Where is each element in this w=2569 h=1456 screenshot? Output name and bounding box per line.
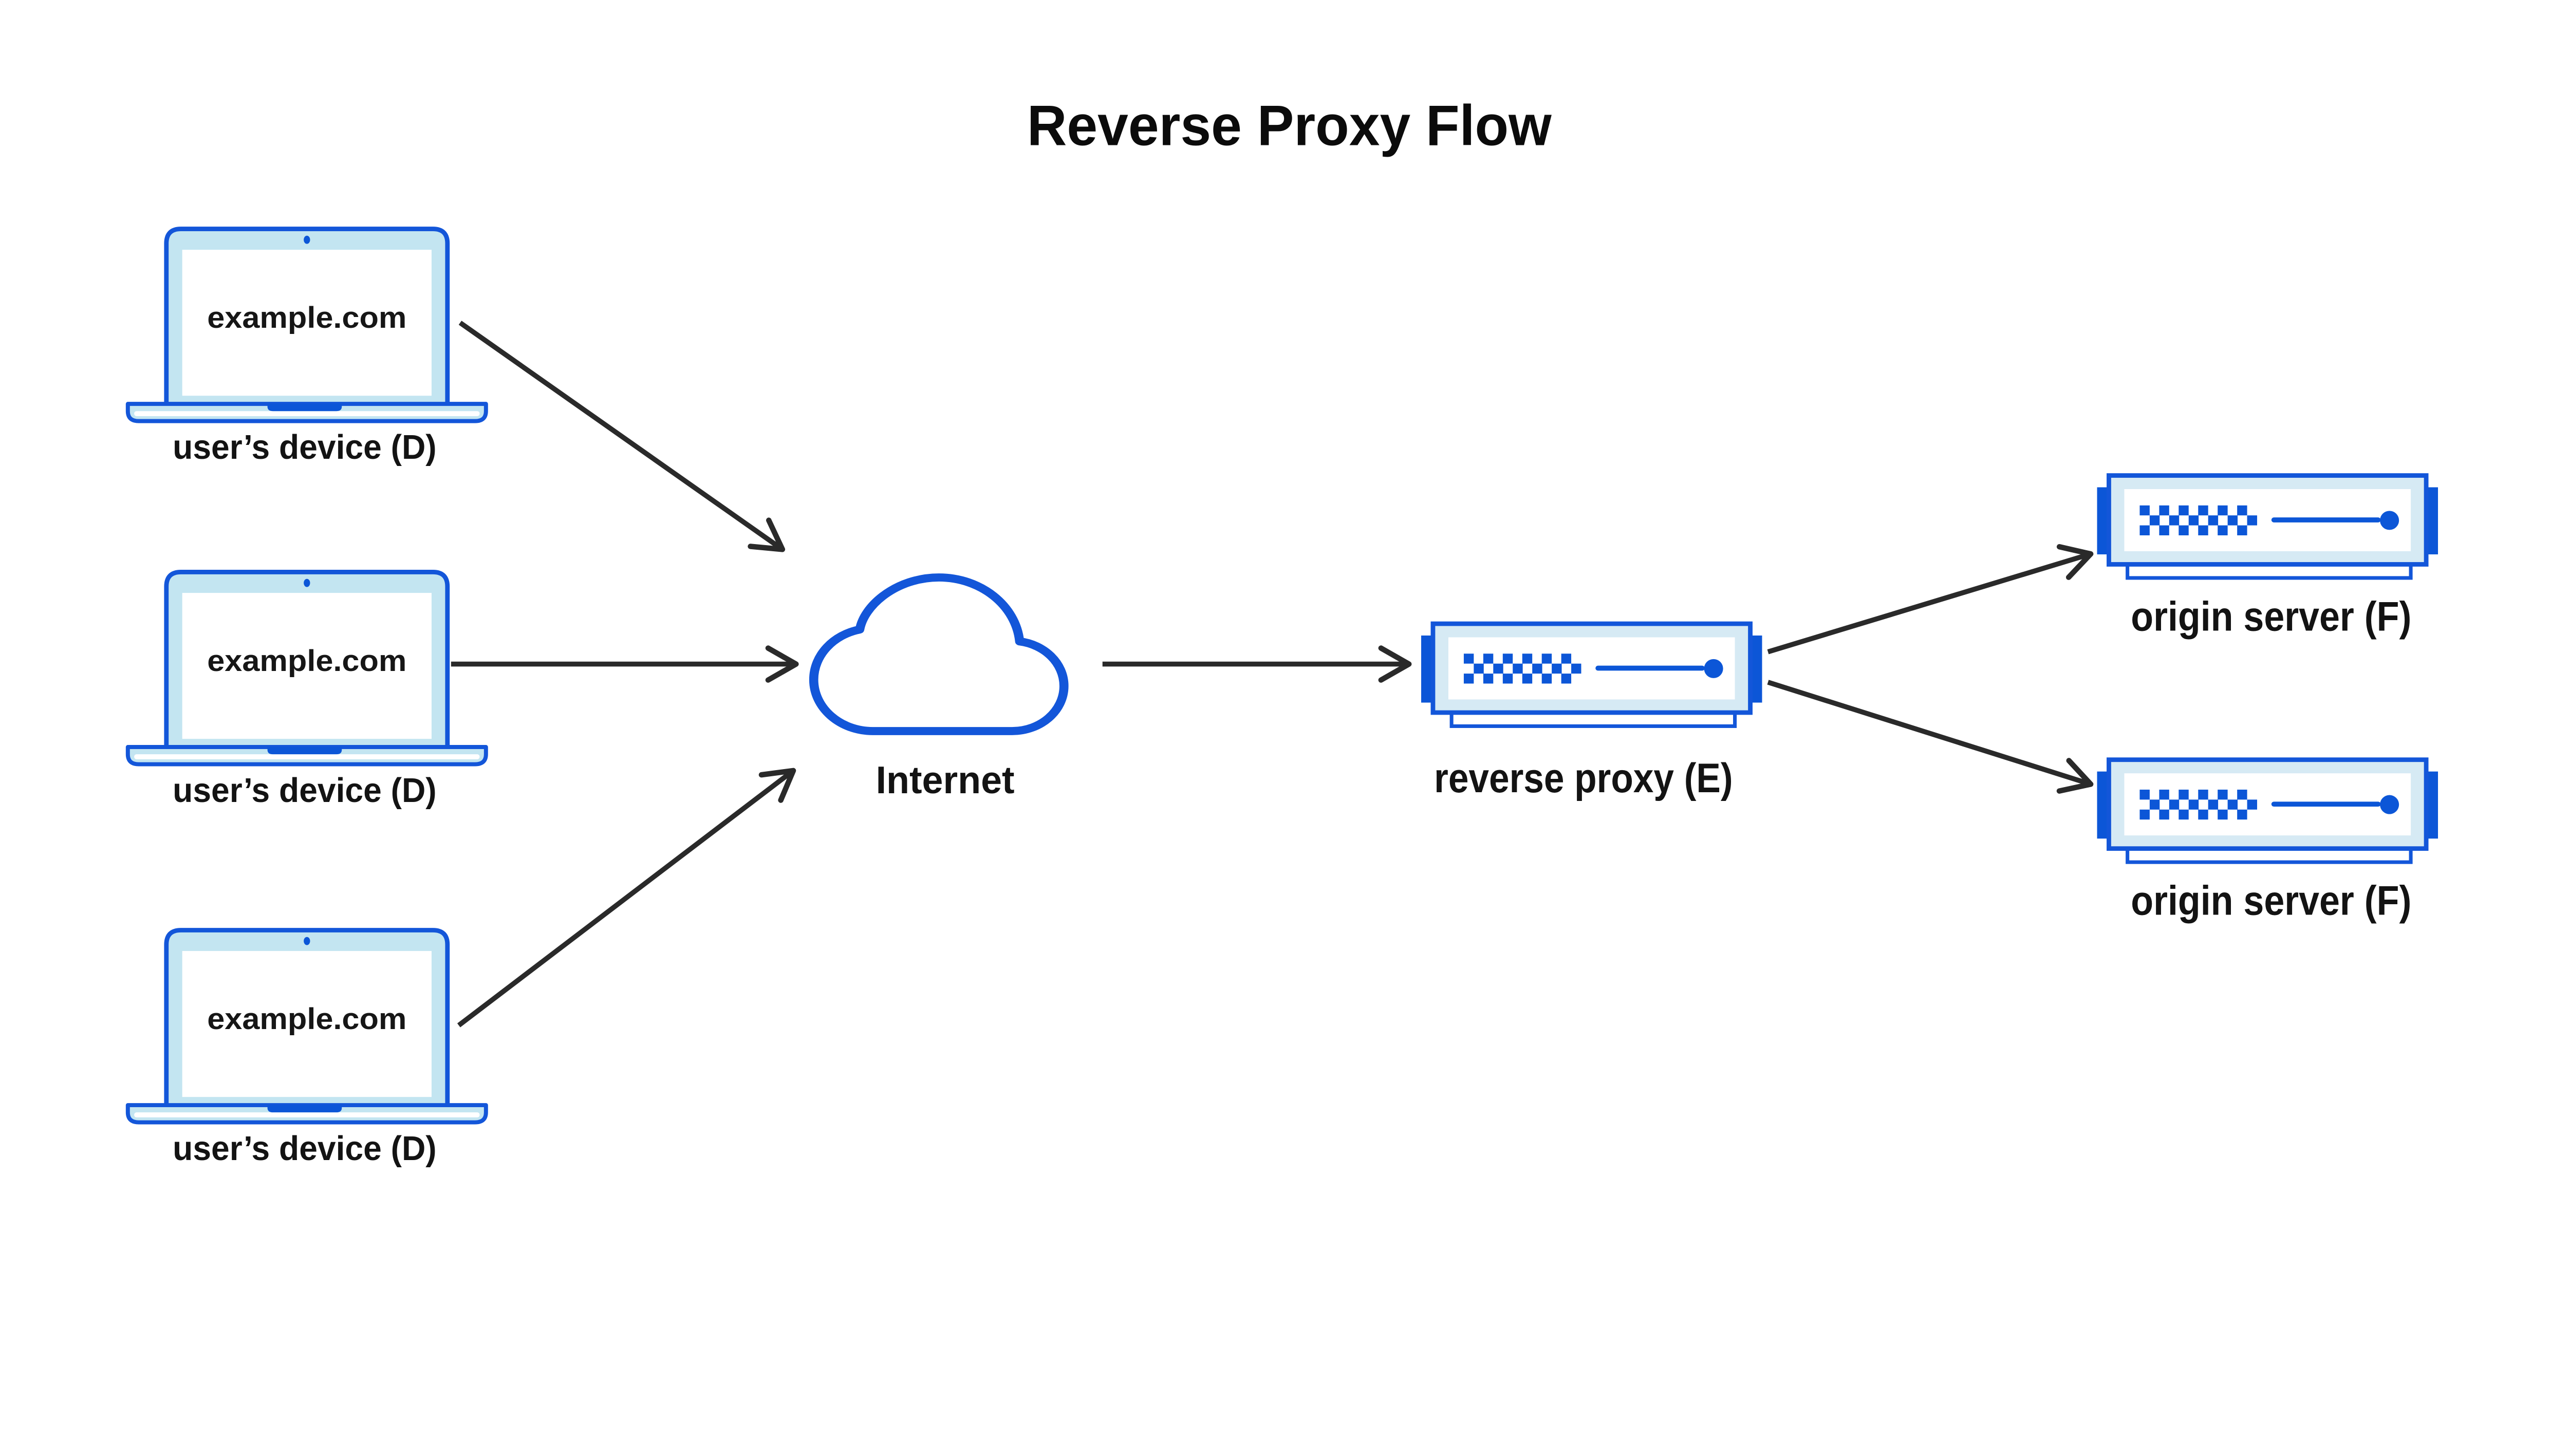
server-icon: [2097, 760, 2438, 862]
origin-server-label: origin server (F): [2131, 593, 2411, 640]
device-label: user’s device (D): [173, 771, 436, 810]
origin-server-label: origin server (F): [2131, 878, 2411, 924]
diagram-canvas: Reverse Proxy Flow example.com user’s de…: [0, 93, 2569, 1168]
internet-label: Internet: [876, 758, 1015, 801]
device-screen-text: example.com: [207, 644, 406, 678]
flow-arrows: [451, 321, 2094, 1028]
device-screen-text: example.com: [207, 1002, 406, 1036]
device-screen-text: example.com: [207, 301, 406, 334]
diagram-title: Reverse Proxy Flow: [1027, 93, 1552, 157]
device-label: user’s device (D): [173, 1129, 436, 1168]
reverse-proxy-label: reverse proxy (E): [1434, 755, 1733, 801]
cloud-icon: [809, 573, 1069, 735]
origin-server-1: origin server (F): [2097, 476, 2438, 640]
arrow-device1-to-internet: [458, 321, 786, 552]
server-icon: [1421, 624, 1762, 726]
server-icon: [2097, 476, 2438, 578]
device-label: user’s device (D): [173, 428, 436, 466]
arrow-proxy-to-origin1: [1767, 544, 2094, 655]
user-device-2: example.com user’s device (D): [128, 572, 486, 810]
reverse-proxy-flow-diagram: Reverse Proxy Flow example.com user’s de…: [0, 93, 2569, 1168]
internet-node: Internet: [809, 573, 1069, 801]
reverse-proxy-node: reverse proxy (E): [1421, 624, 1762, 801]
user-device-3: example.com user’s device (D): [128, 930, 486, 1168]
arrow-proxy-to-origin2: [1767, 680, 2094, 794]
origin-server-2: origin server (F): [2097, 760, 2438, 924]
arrow-device3-to-internet: [457, 768, 796, 1028]
user-device-1: example.com user’s device (D): [128, 229, 486, 466]
